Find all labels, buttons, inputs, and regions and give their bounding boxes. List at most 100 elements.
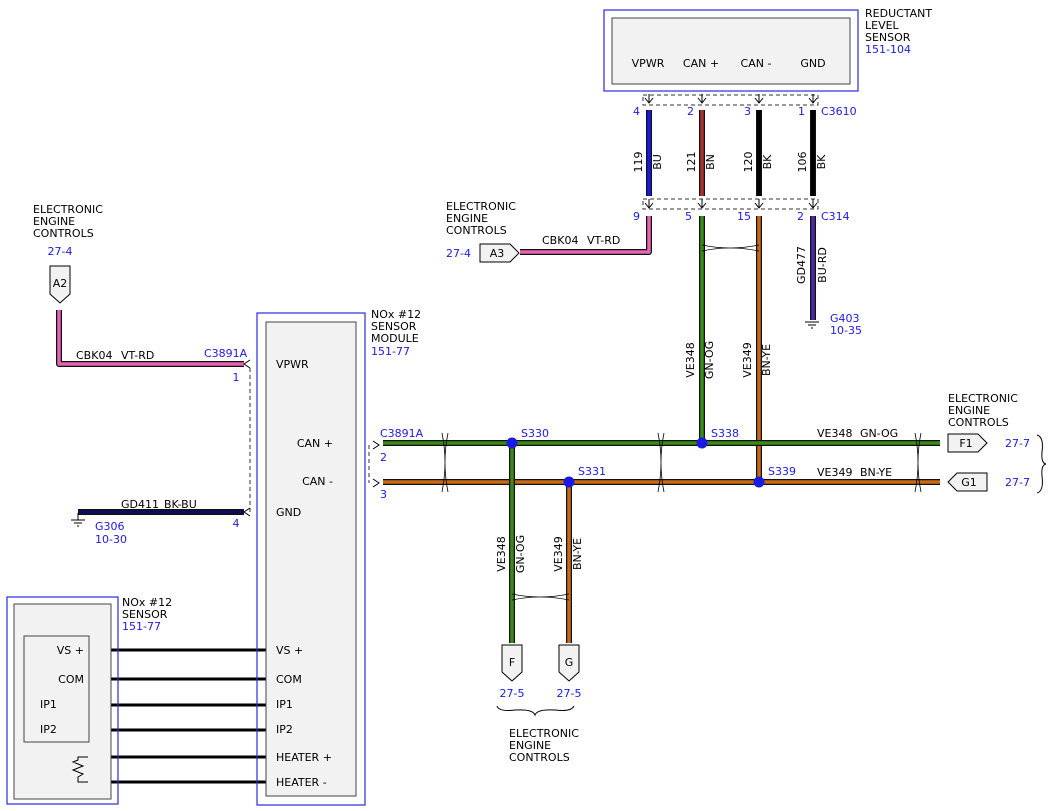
c314-pin-15: 15 [737,210,751,223]
cbk04-mid-circuit: CBK04 [542,234,578,247]
eec-right-g1-label: G1 [961,476,977,489]
eec-left-title-3: CONTROLS [33,227,94,240]
reductant-pin-vpwr: VPWR [632,57,665,70]
module-pin-gnd: GND [276,506,301,519]
eec-bottom-title-3: CONTROLS [509,751,570,764]
eec-right-f1-label: F1 [959,437,972,450]
eec-bottom-brace [496,705,575,717]
module-pin-can-plus: CAN + [297,437,333,450]
nox-sensor-frame [6,596,119,805]
nox-module-title-3: MODULE [371,332,419,345]
connector-c3610-outline [642,94,819,106]
sensor-pin-vs-plus: VS + [57,644,84,657]
ve348-right-circuit: VE348 [817,427,852,440]
wire-color-bu-rd: BU-RD [816,247,829,283]
c3610-pin-2: 2 [687,105,694,118]
eec-mid-title-3: CONTROLS [446,224,507,237]
circuit-gd477: GD477 [795,246,808,284]
ve348-lower-circuit: VE348 [495,536,508,571]
connector-c3891a-right: C3891A [380,427,424,440]
module-pin-vs-plus: VS + [276,644,303,657]
wire-color-bn: BN [704,154,717,170]
wire-cbk04-mid [520,216,652,255]
splice-s339-label: S339 [768,465,796,478]
ve348-vertical-color: GN-OG [703,341,716,379]
ve349-lower-color: BN-YE [571,538,584,570]
twist-marker-h-2 [914,432,922,493]
eec-right-page-g1: 27-7 [1005,476,1030,489]
circuit-120: 120 [742,152,755,173]
nox-module-part: 151-77 [371,345,410,358]
eec-mid-connector-tag [479,243,520,263]
sensor-pin-com: COM [58,673,84,686]
eec-right-title-3: CONTROLS [948,416,1009,429]
ve349-lower-circuit: VE349 [552,536,565,571]
nox-sensor-title-2: SENSOR [122,608,168,621]
wire-cbk04-left [56,310,244,367]
c3891a-pin-1: 1 [233,371,240,384]
connector-c3610-label: C3610 [821,105,857,118]
c3891a-pin-3: 3 [380,488,387,501]
eec-left-title-2: ENGINE [33,215,75,228]
circuit-106: 106 [796,152,809,173]
nox-module-body [265,321,357,797]
ve348-right-color: GN-OG [860,427,898,440]
splice-s338 [696,437,708,449]
eec-right-f1-tag [947,433,988,453]
sensor-pin-ip2: IP2 [40,723,57,736]
twist-marker-h-0 [441,432,449,493]
eec-bottom-title-1: ELECTRONIC [509,727,579,740]
eec-mid-title-1: ELECTRONIC [446,200,516,213]
nox-sensor-part: 151-77 [122,620,161,633]
eec-right-title-1: ELECTRONIC [948,392,1018,405]
reductant-pin-gnd: GND [800,57,825,70]
splice-s331-label: S331 [578,465,606,478]
reductant-title-3: SENSOR [865,31,911,44]
twist-marker-h-1 [657,432,665,493]
splice-s330-label: S330 [521,427,549,440]
ve349-vertical-color: BN-YE [760,344,773,376]
reductant-title-2: LEVEL [865,19,900,32]
circuit-gd411: GD411 [121,498,159,511]
ground-g403: G403 [830,312,860,325]
c3610-pin-4: 4 [633,105,640,118]
overlays-layer [441,94,922,601]
module-pin-com: COM [276,673,302,686]
eec-right-page-f1: 27-7 [1005,437,1030,450]
nox-module-frame [256,312,366,806]
splice-s330 [506,437,518,449]
module-pin-arrows [243,359,380,517]
wire-color-bk-2: BK [815,154,828,170]
twist-marker-lower [511,593,570,601]
cbk04-left-color: VT-RD [121,349,154,362]
nox-sensor-cell [23,635,90,743]
splice-s331 [563,476,575,488]
wires-layer [24,110,940,784]
reductant-pin-can-plus: CAN + [683,57,719,70]
eec-left-title-1: ELECTRONIC [33,203,103,216]
c3610-pin-3: 3 [744,105,751,118]
eec-bottom-page-g: 27-5 [557,687,582,700]
eec-bottom-g-tag [558,644,580,682]
eec-mid-title-2: ENGINE [446,212,488,225]
wire-color-bu: BU [651,154,664,170]
eec-mid-tag-label: A3 [490,247,505,260]
module-pin-ip2: IP2 [276,723,293,736]
c314-pin-5: 5 [685,210,692,223]
circuit-121: 121 [685,152,698,173]
ve349-vertical-circuit: VE349 [741,342,754,377]
cbk04-mid-color: VT-RD [587,234,620,247]
wire-color-bk-1: BK [761,154,774,170]
eec-bottom-page-f: 27-5 [500,687,525,700]
ve349-right-circuit: VE349 [817,466,852,479]
circuit-119: 119 [632,152,645,173]
splice-s338-label: S338 [711,427,739,440]
eec-left-connector-tag [49,265,71,304]
nox-sensor-body [13,603,112,800]
wire-color-bk-bu: BK-BU [164,498,197,511]
eec-bottom-f-label: F [509,656,515,669]
ve348-vertical-circuit: VE348 [684,342,697,377]
c314-pin-9: 9 [633,210,640,223]
connector-c314-outline [642,198,819,210]
